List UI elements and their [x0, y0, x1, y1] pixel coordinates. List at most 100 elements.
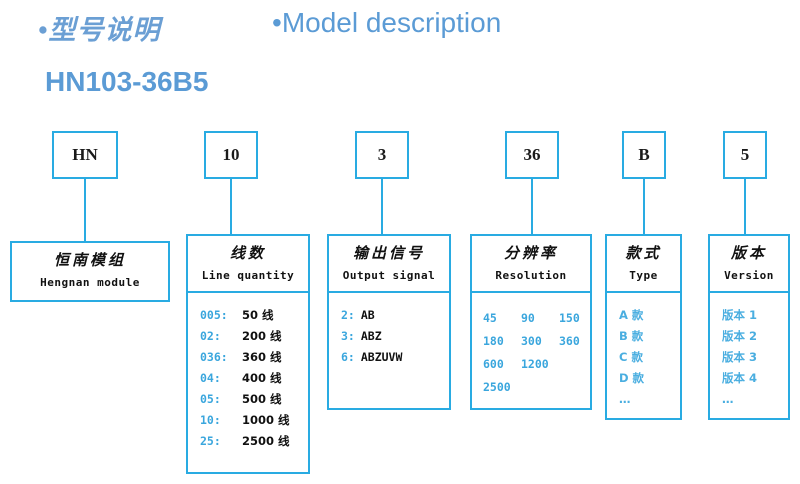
page-header: •型号说明 •Model description HN103-36B5 [0, 0, 800, 97]
option-list-type: A 款 B 款 C 款 D 款 … [607, 293, 680, 416]
code-box-type: B [622, 131, 666, 179]
code-box-version: 5 [723, 131, 767, 179]
resolution-value: 600 [483, 357, 504, 371]
list-item: 600 1200 [472, 353, 590, 376]
option-code: 版本 2 [722, 329, 758, 343]
option-code: B 款 [619, 329, 644, 343]
panel-type: 款式 Type A 款 B 款 C 款 D 款 … [605, 234, 682, 420]
option-code: … [722, 392, 734, 406]
list-item: 版本 1 [710, 305, 788, 326]
panel-title-cn-version: 版本 [730, 244, 767, 262]
list-item: 04: 400 线 [188, 368, 308, 389]
panel-title-en-line-quantity: Line quantity [201, 269, 295, 282]
option-value: 50 线 [242, 308, 274, 322]
option-list-version: 版本 1 版本 2 版本 3 版本 4 … [710, 293, 788, 416]
panel-hengnan-module: 恒南模组 Hengnan module [10, 241, 170, 302]
list-item: 45 90 150 [472, 307, 590, 330]
option-code: 036: [200, 350, 228, 364]
panel-title-cn-output-signal: 输出信号 [352, 244, 425, 262]
option-code: 25: [200, 434, 221, 448]
connector-line-quantity [230, 179, 232, 234]
page-title-chinese-text: 型号说明 [48, 15, 161, 45]
list-item: 036: 360 线 [188, 347, 308, 368]
panel-head-line-quantity: 线数 Line quantity [188, 236, 308, 293]
code-box-line-quantity: 10 [204, 131, 258, 179]
list-item: 版本 4 [710, 368, 788, 389]
option-code: 05: [200, 392, 221, 406]
option-code: 10: [200, 413, 221, 427]
option-value: 400 线 [242, 371, 282, 385]
option-value: 360 线 [242, 350, 282, 364]
option-code: … [619, 392, 631, 406]
bullet-icon-2: • [272, 7, 282, 38]
panel-title-en-version: Version [724, 269, 774, 282]
code-box-output-signal: 3 [355, 131, 409, 179]
resolution-value: 1200 [521, 357, 549, 371]
list-item: 25: 2500 线 [188, 431, 308, 452]
resolution-value: 90 [521, 311, 535, 325]
connector-resolution [531, 179, 533, 234]
page-title-chinese: •型号说明 [38, 8, 160, 47]
option-code: 6: [341, 350, 355, 364]
panel-title-cn-type: 款式 [625, 244, 662, 262]
option-value: AB [360, 308, 375, 322]
option-list-output-signal: 2: AB 3:ABZ 6:ABZUVW [329, 293, 449, 374]
panel-head-hengnan: 恒南模组 Hengnan module [12, 243, 168, 298]
panel-title-cn-line-quantity: 线数 [229, 244, 266, 262]
panel-title-en-hengnan: Hengnan module [40, 276, 140, 289]
panel-head-type: 款式 Type [607, 236, 680, 293]
option-code: 版本 1 [722, 308, 758, 322]
panel-head-resolution: 分辨率 Resolution [472, 236, 590, 293]
option-code: C 款 [619, 350, 643, 364]
list-item: 10: 1000 线 [188, 410, 308, 431]
resolution-value: 2500 [483, 380, 511, 394]
list-item: C 款 [607, 347, 680, 368]
model-code: HN103-36B5 [45, 66, 209, 97]
list-item: 2500 [472, 376, 590, 399]
option-value: 2500 线 [242, 434, 290, 448]
list-item: 05:500 线 [188, 389, 308, 410]
connector-type [643, 179, 645, 234]
option-code: D 款 [619, 371, 645, 385]
option-code: A 款 [619, 308, 644, 322]
list-item: B 款 [607, 326, 680, 347]
option-code: 005: [200, 308, 228, 322]
list-item: 版本 3 [710, 347, 788, 368]
option-code: 04: [200, 371, 221, 385]
option-code: 版本 3 [722, 350, 758, 364]
option-value: 200 线 [242, 329, 282, 343]
list-item: 版本 2 [710, 326, 788, 347]
list-item: 005: 50 线 [188, 305, 308, 326]
resolution-value: 150 [559, 311, 580, 325]
option-code: 2: [341, 308, 355, 322]
panel-title-en-resolution: Resolution [495, 269, 567, 282]
resolution-value: 360 [559, 334, 580, 348]
panel-version: 版本 Version 版本 1 版本 2 版本 3 版本 4 … [708, 234, 790, 420]
option-code: 版本 4 [722, 371, 758, 385]
code-box-hn: HN [52, 131, 118, 179]
option-code: 3: [341, 329, 355, 343]
list-item: A 款 [607, 305, 680, 326]
option-value: 1000 线 [242, 413, 290, 427]
list-item: … [607, 389, 680, 410]
list-item: 3:ABZ [329, 326, 449, 347]
list-item: D 款 [607, 368, 680, 389]
list-item: … [710, 389, 788, 410]
connector-output-signal [381, 179, 383, 234]
panel-output-signal: 输出信号 Output signal 2: AB 3:ABZ 6:ABZUVW [327, 234, 451, 410]
connector-version [744, 179, 746, 234]
option-list-line-quantity: 005: 50 线 02: 200 线 036: 360 线 04: 400 线 05:… [188, 293, 308, 458]
panel-title-en-output-signal: Output signal [342, 269, 436, 282]
page-title-english: •Model description [272, 7, 501, 39]
page-title-english-text: Model description [281, 7, 502, 38]
panel-line-quantity: 线数 Line quantity 005: 50 线 02: 200 线 036: 3… [186, 234, 310, 474]
list-item: 6:ABZUVW [329, 347, 449, 368]
code-box-resolution: 36 [505, 131, 559, 179]
resolution-value: 45 [483, 311, 497, 325]
panel-head-version: 版本 Version [710, 236, 788, 293]
option-code: 02: [200, 329, 221, 343]
